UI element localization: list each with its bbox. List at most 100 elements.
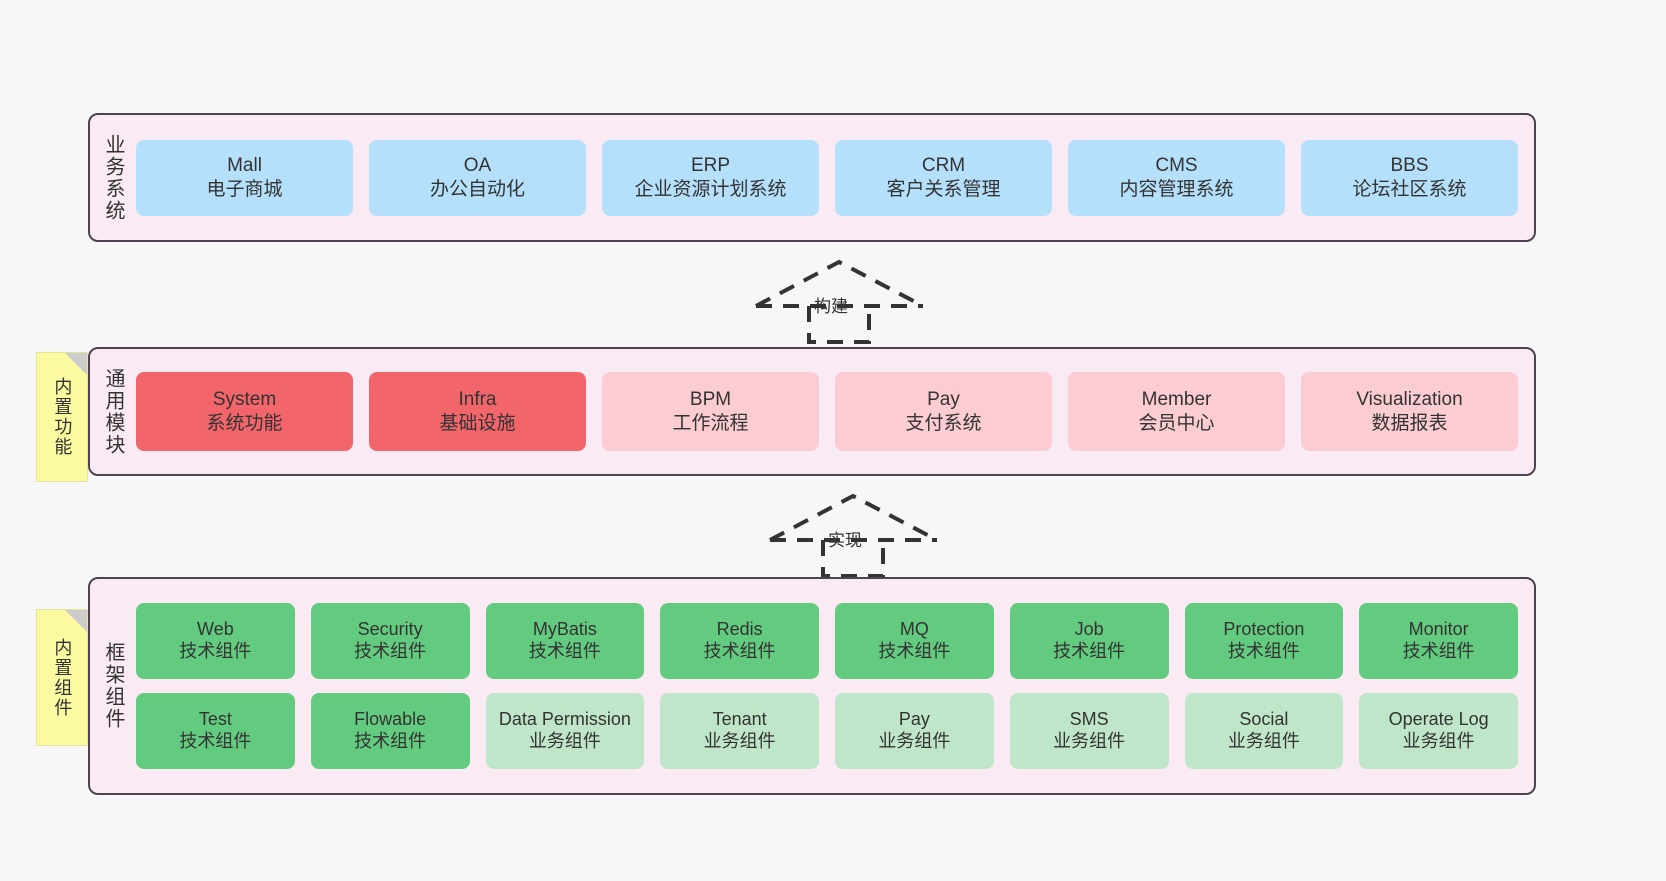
card-security[interactable]: Security 技术组件	[310, 603, 470, 679]
card-title-cn: 技术组件	[528, 641, 601, 661]
card-title-en: CRM	[921, 155, 966, 177]
card-title-cn: 会员中心	[1138, 412, 1215, 434]
arrow-implement: 实现	[766, 492, 941, 578]
card-title-en: Pay	[898, 709, 930, 730]
card-title-en: Social	[1239, 709, 1289, 730]
card-title-cn: 技术组件	[179, 731, 252, 751]
card-pay-module[interactable]: Pay 支付系统	[835, 372, 1052, 451]
card-title-cn: 技术组件	[703, 641, 776, 661]
layer-title-business-systems: 业务系统	[102, 133, 124, 222]
card-title-cn: 业务组件	[1053, 731, 1126, 751]
arrow-build-icon	[755, 259, 924, 344]
card-test[interactable]: Test 技术组件	[136, 693, 295, 769]
card-title-en: Test	[198, 709, 232, 730]
card-bpm[interactable]: BPM 工作流程	[602, 372, 819, 451]
card-title-cn: 技术组件	[179, 641, 252, 661]
card-title-cn: 内容管理系统	[1119, 178, 1234, 200]
card-title-en: Web	[197, 619, 234, 640]
card-title-cn: 业务组件	[1227, 731, 1300, 751]
layer-body-framework-components: Web 技术组件 Security 技术组件 MyBatis 技术组件 Redi…	[136, 579, 1534, 793]
card-title-cn: 业务组件	[878, 731, 951, 751]
layer-framework-components: 框架组件 Web 技术组件 Security 技术组件 MyBatis 技术组件…	[88, 577, 1536, 795]
card-title-en: System	[212, 389, 277, 411]
card-title-cn: 办公自动化	[429, 178, 525, 200]
card-mq[interactable]: MQ 技术组件	[835, 603, 994, 679]
card-title-en: ERP	[690, 155, 731, 177]
card-flowable[interactable]: Flowable 技术组件	[310, 693, 470, 769]
card-infra[interactable]: Infra 基础设施	[369, 372, 586, 451]
card-cms[interactable]: CMS 内容管理系统	[1068, 139, 1285, 216]
card-title-en: MyBatis	[532, 619, 597, 640]
card-title-cn: 电子商城	[206, 178, 283, 200]
card-title-en: Flowable	[354, 709, 427, 730]
card-title-cn: 系统功能	[206, 412, 283, 434]
card-crm[interactable]: CRM 客户关系管理	[835, 139, 1052, 216]
card-title-en: Data Permission	[498, 709, 631, 730]
card-title-cn: 工作流程	[672, 412, 749, 434]
card-web[interactable]: Web 技术组件	[136, 603, 295, 679]
card-bbs[interactable]: BBS 论坛社区系统	[1301, 139, 1518, 216]
card-title-en: MQ	[899, 619, 929, 640]
arrow-build-label: 构建	[814, 297, 848, 316]
card-title-cn: 支付系统	[905, 412, 982, 434]
card-title-en: Pay	[927, 389, 960, 411]
card-visualization[interactable]: Visualization 数据报表	[1301, 372, 1518, 451]
card-row: Web 技术组件 Security 技术组件 MyBatis 技术组件 Redi…	[136, 603, 1518, 679]
card-title-en: Security	[357, 619, 423, 640]
card-title-en: OA	[463, 155, 492, 177]
card-operate-log[interactable]: Operate Log 业务组件	[1359, 693, 1518, 769]
card-title-en: Job	[1074, 619, 1104, 640]
layer-title-common-modules: 通用模块	[102, 367, 124, 456]
card-redis[interactable]: Redis 技术组件	[660, 603, 819, 679]
card-title-cn: 技术组件	[1227, 641, 1300, 661]
card-row: Test 技术组件 Flowable 技术组件 Data Permission …	[136, 693, 1518, 769]
card-mall[interactable]: Mall 电子商城	[136, 139, 353, 216]
card-title-cn: 企业资源计划系统	[634, 178, 787, 200]
card-title-en: SMS	[1069, 709, 1109, 730]
card-title-cn: 业务组件	[703, 731, 776, 751]
card-job[interactable]: Job 技术组件	[1009, 603, 1169, 679]
card-protection[interactable]: Protection 技术组件	[1184, 603, 1344, 679]
card-member[interactable]: Member 会员中心	[1068, 372, 1285, 451]
layer-body-common-modules: System 系统功能 Infra 基础设施 BPM 工作流程 Pay 支付系统…	[136, 349, 1534, 474]
card-title-cn: 客户关系管理	[886, 178, 1001, 200]
arrow-implement-label: 实现	[828, 531, 862, 550]
card-title-en: Tenant	[712, 709, 767, 730]
card-oa[interactable]: OA 办公自动化	[369, 139, 586, 216]
card-mybatis[interactable]: MyBatis 技术组件	[485, 603, 645, 679]
card-title-en: Redis	[716, 619, 763, 640]
card-title-en: Visualization	[1356, 389, 1463, 411]
card-title-en: BPM	[689, 389, 732, 411]
card-title-en: Member	[1141, 389, 1212, 411]
card-social[interactable]: Social 业务组件	[1184, 693, 1344, 769]
card-tenant[interactable]: Tenant 业务组件	[660, 693, 819, 769]
card-monitor[interactable]: Monitor 技术组件	[1359, 603, 1518, 679]
note-builtin-function: 内置功能	[36, 352, 88, 482]
card-row: System 系统功能 Infra 基础设施 BPM 工作流程 Pay 支付系统…	[136, 372, 1518, 451]
card-data-permission[interactable]: Data Permission 业务组件	[485, 693, 645, 769]
card-title-cn: 业务组件	[1402, 731, 1475, 751]
layer-business-systems: 业务系统 Mall 电子商城 OA 办公自动化 ERP 企业资源计划系统 CRM…	[88, 113, 1536, 242]
card-row: Mall 电子商城 OA 办公自动化 ERP 企业资源计划系统 CRM 客户关系…	[136, 139, 1518, 216]
card-title-en: BBS	[1390, 155, 1429, 177]
card-pay-component[interactable]: Pay 业务组件	[835, 693, 994, 769]
note-builtin-component: 内置组件	[36, 609, 88, 746]
card-title-en: Protection	[1223, 619, 1305, 640]
layer-title-framework-components: 框架组件	[102, 642, 124, 730]
card-title-cn: 技术组件	[1402, 641, 1475, 661]
card-sms[interactable]: SMS 业务组件	[1009, 693, 1169, 769]
card-title-cn: 技术组件	[354, 731, 427, 751]
arrow-implement-icon	[769, 493, 938, 578]
card-title-en: Operate Log	[1388, 709, 1489, 730]
card-title-cn: 基础设施	[439, 412, 516, 434]
card-title-cn: 数据报表	[1371, 412, 1448, 434]
arrow-build: 构建	[752, 258, 927, 344]
card-title-cn: 技术组件	[354, 641, 427, 661]
card-erp[interactable]: ERP 企业资源计划系统	[602, 139, 819, 216]
card-title-en: Infra	[458, 389, 497, 411]
card-title-cn: 技术组件	[878, 641, 951, 661]
card-system[interactable]: System 系统功能	[136, 372, 353, 451]
layer-body-business-systems: Mall 电子商城 OA 办公自动化 ERP 企业资源计划系统 CRM 客户关系…	[136, 115, 1534, 240]
card-title-en: CMS	[1155, 155, 1198, 177]
card-title-cn: 论坛社区系统	[1352, 178, 1467, 200]
